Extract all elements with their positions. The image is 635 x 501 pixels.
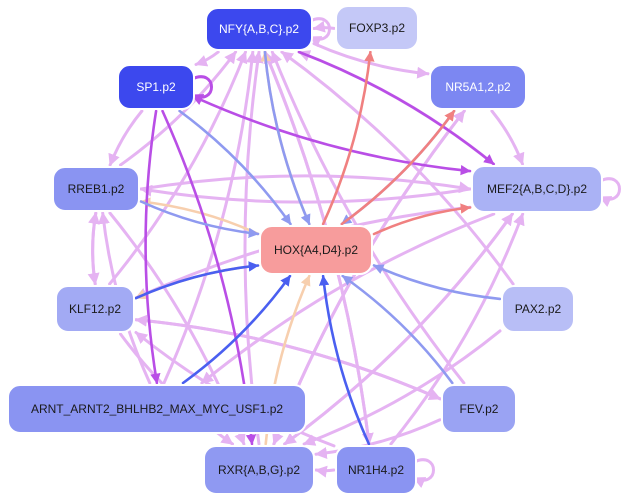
edge-fev-to-hox (341, 274, 454, 385)
edge-fev-to-nfy (270, 50, 466, 385)
edge-nfy-to-mef2 (297, 50, 495, 166)
node-box (471, 165, 603, 213)
self-loop-nr1h4 (412, 458, 435, 488)
node-label: NR5A1,2.p2 (445, 80, 511, 94)
node-rxr[interactable]: RXR{A,B,G}.p2 (203, 445, 315, 495)
node-foxp3[interactable]: FOXP3.p2 (335, 5, 419, 51)
edge-fev-to-rxr (314, 418, 442, 459)
edge-nr1h4-to-rxr (314, 465, 336, 478)
node-label: PAX2.p2 (515, 302, 562, 316)
node-fev[interactable]: FEV.p2 (441, 384, 517, 434)
node-nr5a12[interactable]: NR5A1,2.p2 (429, 64, 527, 110)
node-klf12[interactable]: KLF12.p2 (55, 285, 135, 333)
node-arnt[interactable]: ARNT_ARNT2_BHLHB2_MAX_MYC_USF1.p2 (7, 384, 307, 434)
node-label: NR1H4.p2 (348, 463, 404, 477)
edge-mef2-to-rreb1 (139, 184, 472, 204)
node-label: RXR{A,B,G}.p2 (218, 463, 300, 477)
node-label: MEF2{A,B,C,D}.p2 (487, 182, 587, 196)
edge-nfy-to-hox (263, 50, 311, 226)
edge-nfy-to-sp1 (194, 50, 220, 67)
node-sp1[interactable]: SP1.p2 (117, 64, 195, 110)
edge-klf12-to-rreb1 (88, 211, 100, 286)
edge-foxp3-to-nfy (312, 20, 336, 33)
node-label: FOXP3.p2 (349, 21, 405, 35)
node-box (7, 384, 307, 434)
node-box (429, 64, 527, 110)
node-pax2[interactable]: PAX2.p2 (501, 285, 575, 333)
node-label: NFY{A,B,C}.p2 (219, 22, 299, 36)
node-box (441, 384, 517, 434)
edge-hox-to-nr5a12 (340, 109, 456, 226)
node-label: RREB1.p2 (68, 182, 125, 196)
node-box (55, 285, 135, 333)
edge-hox-to-foxp3 (321, 50, 375, 226)
self-loop-mef2 (598, 177, 621, 207)
edge-pax2-to-rxr (302, 329, 502, 446)
edge-pax2-to-nfy (280, 50, 515, 286)
edge-nr1h4-to-mef2 (389, 212, 525, 446)
node-mef2[interactable]: MEF2{A,B,C,D}.p2 (471, 165, 603, 213)
node-rreb1[interactable]: RREB1.p2 (52, 166, 140, 212)
node-box (52, 166, 140, 212)
node-box (205, 7, 313, 51)
node-box (259, 225, 373, 275)
node-box (335, 445, 417, 495)
edge-nr1h4-to-hox (318, 274, 371, 446)
self-loop-nfy (308, 17, 331, 47)
edge-sp1-to-rreb1 (108, 109, 144, 167)
edge-rreb1-to-hox (139, 200, 260, 239)
edge-hox-to-mef2 (372, 203, 472, 236)
edge-fev-to-klf12 (134, 314, 442, 401)
edge-sp1-to-arnt (144, 109, 161, 385)
edge-arnt-to-nfy (162, 50, 258, 385)
edge-pax2-to-hox (372, 264, 502, 301)
edge-klf12-to-nfy (108, 50, 248, 286)
node-label: SP1.p2 (136, 80, 176, 94)
edge-nr5a12-to-mef2 (490, 109, 525, 166)
self-loop-sp1 (190, 75, 213, 105)
node-box (501, 285, 575, 333)
node-nfy[interactable]: NFY{A,B,C}.p2 (205, 7, 313, 51)
edge-klf12-to-hox (134, 261, 260, 300)
node-label: KLF12.p2 (69, 302, 121, 316)
node-box (335, 5, 419, 51)
node-box (203, 445, 315, 495)
edge-sp1-to-mef2 (194, 96, 472, 176)
node-label: FEV.p2 (460, 402, 499, 416)
node-box (117, 64, 195, 110)
edge-hox-to-rreb1 (139, 197, 260, 236)
edge-arnt-to-hox (181, 274, 292, 385)
node-label: HOX{A4,D4}.p2 (274, 243, 358, 257)
edge-rreb1-to-mef2 (139, 174, 472, 194)
node-nr1h4[interactable]: NR1H4.p2 (335, 445, 417, 495)
node-label: ARNT_ARNT2_BHLHB2_MAX_MYC_USF1.p2 (31, 402, 283, 416)
node-hox[interactable]: HOX{A4,D4}.p2 (259, 225, 373, 275)
edge-sp1-to-hox (178, 109, 292, 226)
